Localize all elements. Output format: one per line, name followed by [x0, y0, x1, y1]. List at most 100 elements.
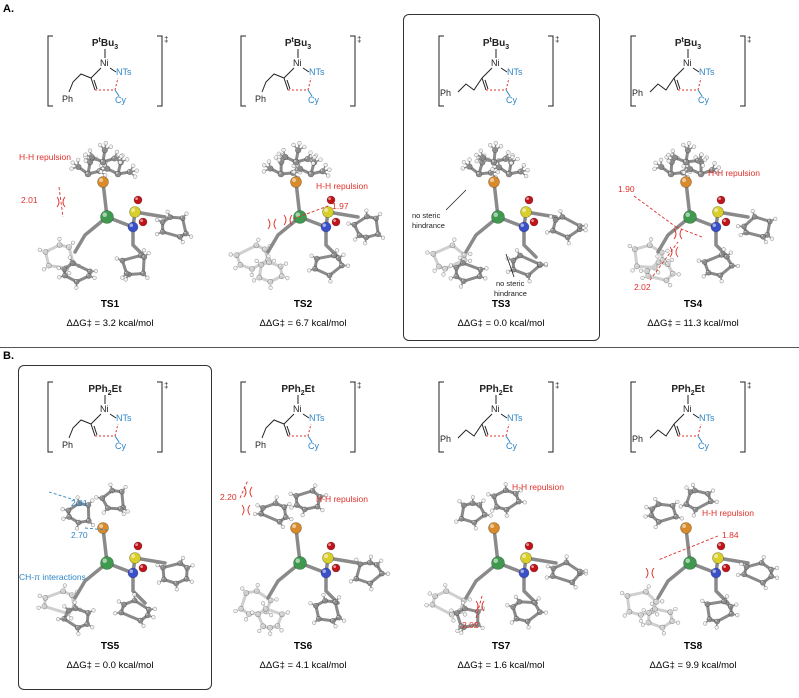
- transition-state-dagger: ‡: [747, 381, 751, 390]
- hydrogen-atom: [379, 559, 383, 563]
- hydrogen-atom: [654, 497, 658, 501]
- transition-state-dagger: ‡: [555, 381, 559, 390]
- hydrogen-atom: [155, 218, 159, 222]
- hydrogen-atom: [280, 629, 284, 633]
- nickel-atom-label: Ni: [683, 58, 692, 68]
- hydrogen-atom: [524, 174, 528, 178]
- hydrogen-atom: [654, 161, 658, 165]
- hydrogen-atom: [244, 618, 248, 622]
- oxygen-atom: [134, 196, 142, 204]
- hydrogen-atom: [311, 161, 315, 165]
- hydrogen-atom: [526, 168, 530, 172]
- hydrogen-atom: [189, 235, 193, 239]
- ts-name-label: TS6: [208, 641, 398, 652]
- hydrogen-atom: [328, 168, 332, 172]
- hydrogen-atom: [474, 527, 478, 531]
- hydrogen-atom: [71, 241, 75, 245]
- right-bracket: [350, 382, 355, 452]
- hh-repulsion-label: H-H repulsion: [708, 168, 760, 178]
- hh-distance-label: 1.84: [722, 530, 739, 540]
- hh-distance-label: 2.20: [220, 492, 237, 502]
- hydrogen-atom: [700, 153, 704, 157]
- hydrogen-atom: [456, 629, 460, 633]
- hydrogen-atom: [240, 587, 244, 591]
- hydrogen-atom: [681, 143, 685, 147]
- hydrogen-atom: [313, 155, 317, 159]
- hydrogen-atom: [504, 482, 508, 486]
- phosphorus-atom: [681, 523, 692, 534]
- energy-label: ΔΔG‡ = 4.1 kcal/mol: [208, 660, 398, 671]
- hydrogen-atom: [257, 238, 261, 242]
- ts-structure-3d: [628, 141, 777, 287]
- hydrogen-atom: [544, 262, 548, 266]
- nickel-atom: [101, 211, 114, 224]
- hydrogen-atom: [701, 164, 705, 168]
- energy-label: ΔΔG‡ = 11.3 kcal/mol: [598, 318, 788, 329]
- hydrogen-atom: [269, 613, 273, 617]
- hydrogen-atom: [725, 595, 729, 599]
- hydrogen-atom: [545, 576, 549, 580]
- hydrogen-atom: [489, 514, 493, 518]
- nickel-atom: [492, 557, 505, 570]
- nitrogen-atom: [321, 568, 331, 578]
- hydrogen-atom: [702, 275, 706, 279]
- phenyl-label: Ph: [632, 434, 643, 444]
- hydrogen-atom: [666, 153, 670, 157]
- hydrogen-atom: [506, 603, 510, 607]
- hydrogen-atom: [584, 569, 588, 573]
- phenyl-label: Ph: [440, 434, 451, 444]
- hydrogen-atom: [250, 611, 254, 615]
- hydrogen-atom: [677, 273, 681, 277]
- hydrogen-atom: [522, 163, 526, 167]
- hydrogen-atom: [319, 158, 323, 162]
- ts-structure-3d: [620, 483, 779, 635]
- nts-label: NTs: [507, 67, 523, 77]
- phosphorus-atom: [489, 177, 500, 188]
- hydrogen-atom: [309, 151, 313, 155]
- hydrogen-atom: [649, 238, 653, 242]
- hydrogen-atom: [584, 228, 588, 232]
- hydrogen-atom: [516, 157, 520, 161]
- hydrogen-atom: [124, 485, 128, 489]
- energy-label: ΔΔG‡ = 0.0 kcal/mol: [406, 318, 596, 329]
- hydrogen-atom: [90, 625, 94, 629]
- sulfur-atom: [130, 553, 141, 564]
- hydrogen-atom: [262, 163, 266, 167]
- nts-label: NTs: [116, 413, 132, 423]
- left-bracket: [241, 382, 246, 452]
- hydrogen-atom: [703, 158, 707, 162]
- hydrogen-atom: [645, 505, 649, 509]
- hydrogen-atom: [157, 581, 161, 585]
- hydrogen-atom: [528, 279, 532, 283]
- nickel-atom-label: Ni: [491, 58, 500, 68]
- oxygen-atom: [332, 218, 340, 226]
- hydrogen-atom: [122, 512, 126, 516]
- hydrogen-atom: [56, 617, 60, 621]
- phosphine-ligand: PtBu3: [675, 37, 701, 51]
- hydrogen-atom: [506, 270, 510, 274]
- hydrogen-atom: [42, 268, 46, 272]
- oxygen-atom: [722, 564, 730, 572]
- hydrogen-atom: [676, 500, 680, 504]
- hydrogen-atom: [166, 210, 170, 214]
- hydrogen-atom: [433, 269, 437, 273]
- nitrogen-atom: [519, 222, 529, 232]
- left-bracket: [48, 382, 53, 452]
- hydrogen-atom: [253, 512, 257, 516]
- hydrogen-atom: [660, 600, 664, 604]
- hydrogen-atom: [729, 251, 733, 255]
- hydrogen-atom: [290, 517, 294, 521]
- hydrogen-atom: [641, 623, 645, 627]
- hydrogen-atom: [313, 484, 317, 488]
- hydrogen-atom: [639, 619, 643, 623]
- hydrogen-atom: [471, 495, 475, 499]
- energy-label: ΔΔG‡ = 6.7 kcal/mol: [208, 318, 398, 329]
- nickel-atom-label: Ni: [100, 58, 109, 68]
- hydrogen-atom: [454, 520, 458, 524]
- hydrogen-atom: [468, 252, 472, 256]
- hydrogen-atom: [102, 511, 106, 515]
- hydrogen-atom: [268, 632, 272, 636]
- nts-label: NTs: [309, 67, 325, 77]
